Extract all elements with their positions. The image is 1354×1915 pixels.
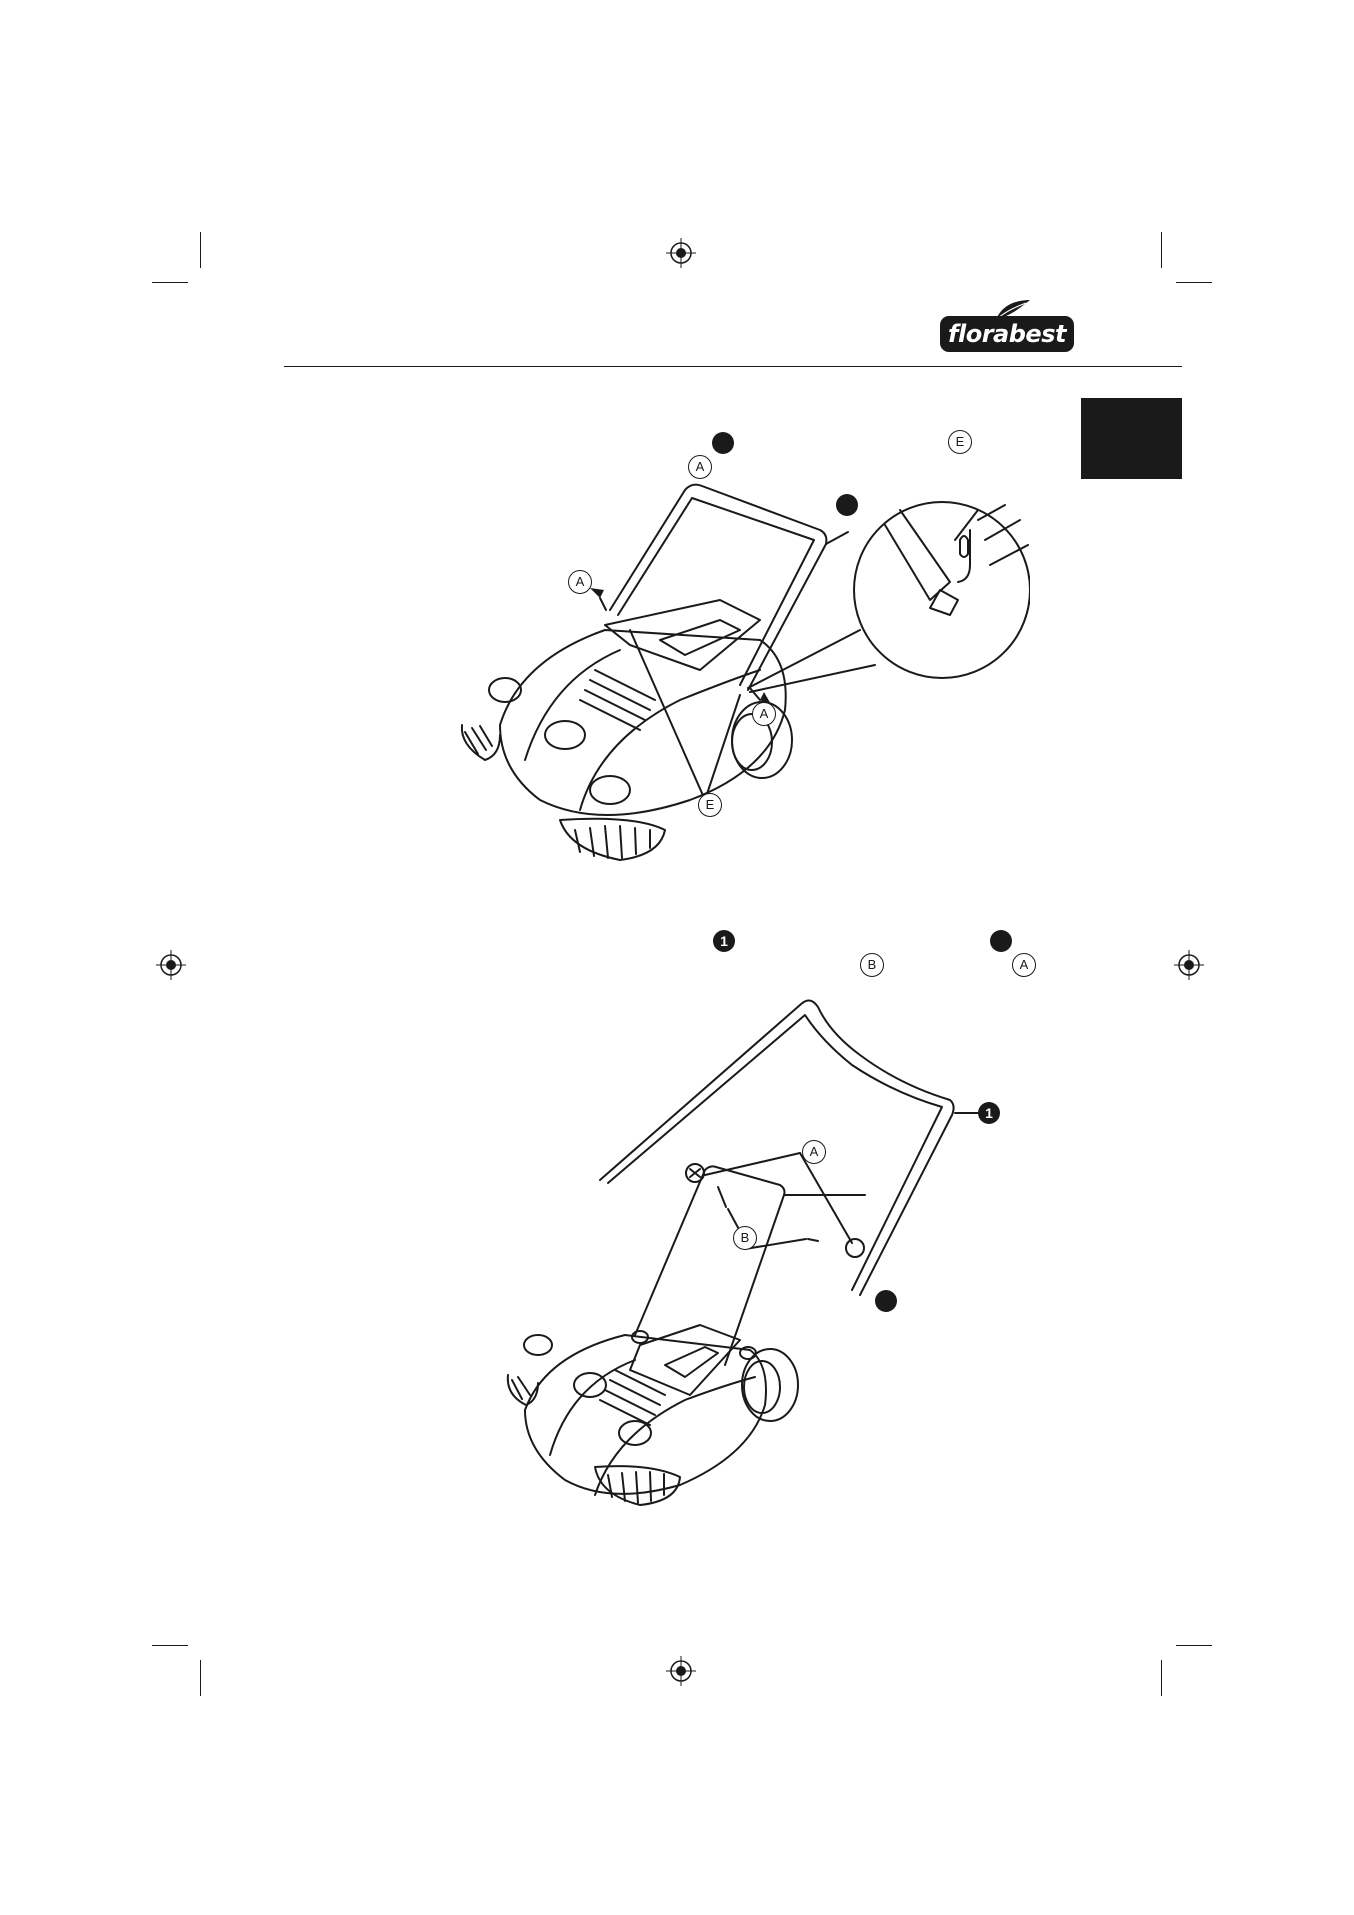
crop-mark-bottom-left-horizontal bbox=[152, 1645, 188, 1646]
crop-mark-top-right-vertical bbox=[1161, 232, 1162, 268]
crop-mark-bottom-left-vertical bbox=[200, 1660, 201, 1696]
part-marker-handle-top bbox=[836, 494, 858, 516]
crop-mark-top-left-vertical bbox=[200, 232, 201, 268]
registration-mark-right-icon bbox=[1174, 950, 1204, 980]
sweeper-assembly-illustration-bottom bbox=[506, 999, 991, 1506]
logo-text: florabest bbox=[948, 320, 1066, 348]
registration-mark-left-icon bbox=[156, 950, 186, 980]
logo-badge bbox=[940, 316, 1074, 352]
step-marker-filled-top bbox=[712, 432, 734, 454]
crop-mark-top-right-horizontal bbox=[1176, 282, 1212, 283]
step-marker-filled-intro-right bbox=[990, 930, 1012, 952]
callout-a-bottom: A bbox=[802, 1140, 826, 1164]
callout-a-intro-bottom: A bbox=[1012, 953, 1036, 977]
part-marker-lower-frame bbox=[875, 1290, 897, 1312]
part-marker-1-handle: 1 bbox=[978, 1102, 1000, 1124]
step-marker-1-intro: 1 bbox=[713, 930, 735, 952]
callout-a-right-top: A bbox=[752, 702, 776, 726]
callout-b-bottom: B bbox=[733, 1226, 757, 1250]
header-rule bbox=[284, 366, 1182, 367]
callout-e-intro: E bbox=[948, 430, 972, 454]
callout-b-intro: B bbox=[860, 953, 884, 977]
crop-mark-bottom-right-vertical bbox=[1161, 1660, 1162, 1696]
registration-mark-bottom-icon bbox=[666, 1656, 696, 1686]
crop-mark-top-left-horizontal bbox=[152, 282, 188, 283]
callout-e-bottom-top: E bbox=[698, 793, 722, 817]
crop-mark-bottom-right-horizontal bbox=[1176, 1645, 1212, 1646]
language-tab bbox=[1081, 398, 1182, 479]
brand-logo: florabest bbox=[940, 298, 1074, 354]
callout-a-intro: A bbox=[688, 455, 712, 479]
sweeper-assembly-illustration-top bbox=[460, 483, 1030, 861]
registration-mark-top-icon bbox=[666, 238, 696, 268]
callout-a-left-top: A bbox=[568, 570, 592, 594]
